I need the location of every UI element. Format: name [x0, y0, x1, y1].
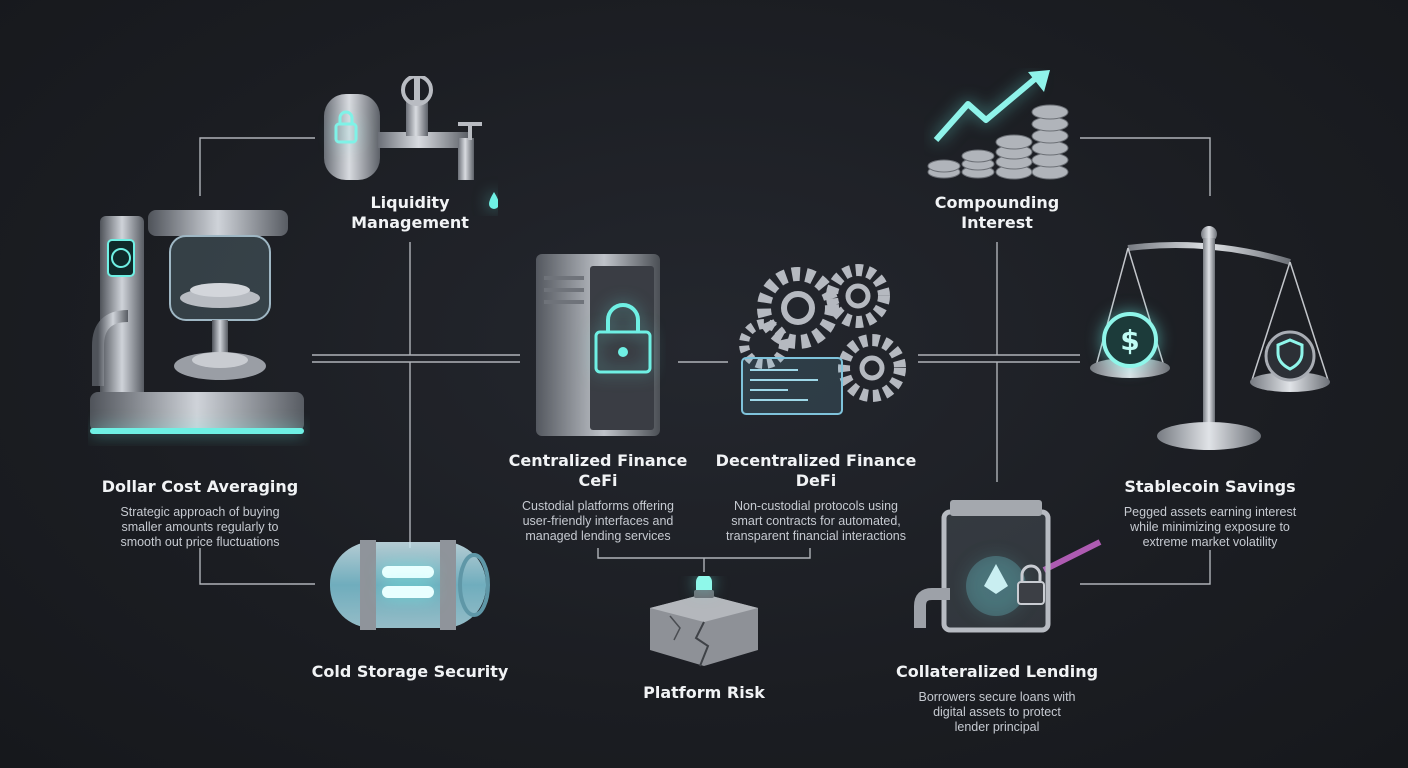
svg-text:$: $ [1120, 324, 1139, 357]
liquidity-management-node: Liquidity Management [330, 193, 490, 233]
gears-code-icon [739, 264, 906, 415]
dollar-cost-averaging-desc: Strategic approach of buying smaller amo… [120, 505, 280, 549]
cold-storage-node: Cold Storage Security [300, 662, 520, 682]
stablecoin-savings-title: Stablecoin Savings [1124, 477, 1296, 496]
cold-storage-title: Cold Storage Security [311, 662, 509, 681]
liquidity-management-title: Liquidity Management [351, 193, 469, 232]
cefi-title: Centralized Finance CeFi [508, 451, 688, 490]
stablecoin-savings-desc: Pegged assets earning interest while min… [1123, 505, 1297, 549]
compounding-interest-title: Compounding Interest [934, 193, 1060, 232]
locked-vault-icon [914, 500, 1102, 633]
balance-scale-icon: $ [1090, 226, 1330, 450]
stablecoin-savings-node: Stablecoin Savings Pegged assets earning… [1092, 477, 1328, 550]
coin-press-machine-icon [90, 210, 304, 434]
faucet-valve-icon [324, 76, 498, 209]
connector-dca-top [199, 137, 315, 196]
cefi-node: Centralized Finance CeFi Custodial platf… [488, 451, 708, 544]
defi-desc: Non-custodial protocols using smart cont… [726, 499, 906, 543]
connector-stablecoin-top [1080, 137, 1211, 196]
connector-dca-bottom [199, 548, 315, 585]
cracked-block-alarm-icon [650, 576, 758, 667]
defi-title: Decentralized Finance DeFi [715, 451, 917, 490]
dollar-cost-averaging-node: Dollar Cost Averaging Strategic approach… [80, 477, 320, 550]
frozen-capsule-icon [330, 540, 490, 630]
platform-risk-node: Platform Risk [614, 683, 794, 703]
platform-risk-title: Platform Risk [643, 683, 765, 702]
collateralized-lending-title: Collateralized Lending [895, 662, 1099, 681]
compounding-interest-node: Compounding Interest [917, 193, 1077, 233]
connector-risk-bracket [597, 548, 811, 559]
server-lock-icon [536, 254, 660, 436]
collateralized-lending-node: Collateralized Lending Borrowers secure … [886, 662, 1108, 735]
coin-stacks-arrow-icon [927, 70, 1069, 180]
defi-node: Decentralized Finance DeFi Non-custodial… [696, 451, 936, 544]
cefi-desc: Custodial platforms offering user-friend… [522, 499, 674, 543]
collateralized-lending-desc: Borrowers secure loans with digital asse… [918, 690, 1076, 734]
dollar-cost-averaging-title: Dollar Cost Averaging [101, 477, 299, 496]
connector-stablecoin-bottom [1080, 550, 1211, 585]
